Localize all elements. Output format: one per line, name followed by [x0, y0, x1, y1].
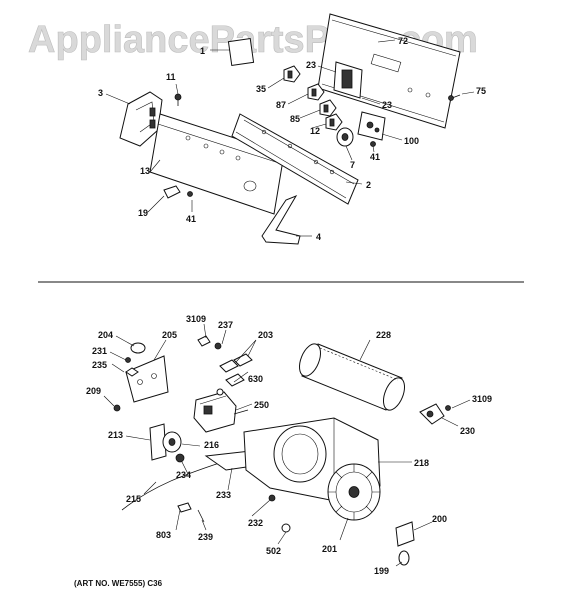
callout-209: 209 — [86, 386, 101, 396]
screws-bottom — [197, 335, 222, 350]
backsplash-panel — [317, 13, 461, 129]
timer-mount-bracket — [333, 61, 363, 99]
instruction-card — [227, 38, 255, 66]
callout-87: 87 — [276, 100, 286, 110]
callout-labels-top: 1 72 23 35 87 23 75 85 12 41 100 7 11 3 … — [98, 36, 486, 242]
callout-216: 216 — [204, 440, 219, 450]
rear-bracket — [395, 521, 415, 566]
motor-mount-plate — [125, 355, 169, 403]
callout-803: 803 — [156, 530, 171, 540]
end-bracket — [261, 194, 301, 245]
callout-199: 199 — [374, 566, 389, 576]
callout-235: 235 — [92, 360, 107, 370]
callout-201: 201 — [322, 544, 337, 554]
blower-wheel — [327, 463, 381, 521]
callout-1: 1 — [200, 46, 205, 56]
callout-204: 204 — [98, 330, 113, 340]
callout-630: 630 — [248, 374, 263, 384]
callout-502: 502 — [266, 546, 281, 556]
small-hardware-bottom — [177, 494, 291, 533]
drive-motor — [193, 388, 249, 433]
timer-module — [357, 111, 386, 141]
screws-top — [174, 93, 461, 147]
control-knobs — [283, 65, 343, 131]
control-panel-rear — [231, 113, 359, 205]
callout-23a: 23 — [306, 60, 316, 70]
leader-lines-bottom — [103, 323, 471, 567]
callout-218: 218 — [414, 458, 429, 468]
callout-213: 213 — [108, 430, 123, 440]
callout-4: 4 — [316, 232, 321, 242]
timer-knob — [336, 127, 354, 147]
callout-250: 250 — [254, 400, 269, 410]
callout-3109a: 3109 — [186, 314, 206, 324]
callout-2: 2 — [366, 180, 371, 190]
callout-239: 239 — [198, 532, 213, 542]
control-panel-assembly: 1 72 23 35 87 23 75 85 12 41 100 7 11 3 … — [98, 13, 486, 245]
mount-hardware — [113, 342, 146, 412]
callout-75: 75 — [476, 86, 486, 96]
callout-41b: 41 — [186, 214, 196, 224]
callout-205: 205 — [162, 330, 177, 340]
callout-85: 85 — [290, 114, 300, 124]
callout-19: 19 — [138, 208, 148, 218]
callout-41a: 41 — [370, 152, 380, 162]
panel-clip — [163, 185, 193, 199]
idler-pulley — [149, 423, 185, 463]
callout-11: 11 — [166, 72, 176, 82]
callout-13: 13 — [140, 166, 150, 176]
callout-100: 100 — [404, 136, 419, 146]
callout-7: 7 — [350, 160, 355, 170]
callout-23b: 23 — [382, 100, 392, 110]
motor-blower-assembly: 3109 237 203 204 205 231 235 228 630 209… — [86, 314, 492, 576]
duct-clips — [219, 353, 253, 387]
callout-3: 3 — [98, 88, 103, 98]
callout-35: 35 — [256, 84, 266, 94]
callout-200: 200 — [432, 514, 447, 524]
callout-237: 237 — [218, 320, 233, 330]
callout-215: 215 — [126, 494, 141, 504]
callout-228: 228 — [376, 330, 391, 340]
thermostat — [419, 403, 451, 425]
callout-203: 203 — [258, 330, 273, 340]
callout-72: 72 — [398, 36, 408, 46]
callout-232: 232 — [248, 518, 263, 528]
callout-3109b: 3109 — [472, 394, 492, 404]
callout-231: 231 — [92, 346, 107, 356]
callout-12: 12 — [310, 126, 320, 136]
callout-233: 233 — [216, 490, 231, 500]
leader-lines-top — [105, 39, 475, 237]
art-number: (ART NO. WE7555) C36 — [74, 579, 163, 588]
callout-230: 230 — [460, 426, 475, 436]
callout-labels-bottom: 3109 237 203 204 205 231 235 228 630 209… — [86, 314, 492, 576]
exhaust-duct — [299, 343, 405, 411]
callout-234: 234 — [176, 470, 191, 480]
